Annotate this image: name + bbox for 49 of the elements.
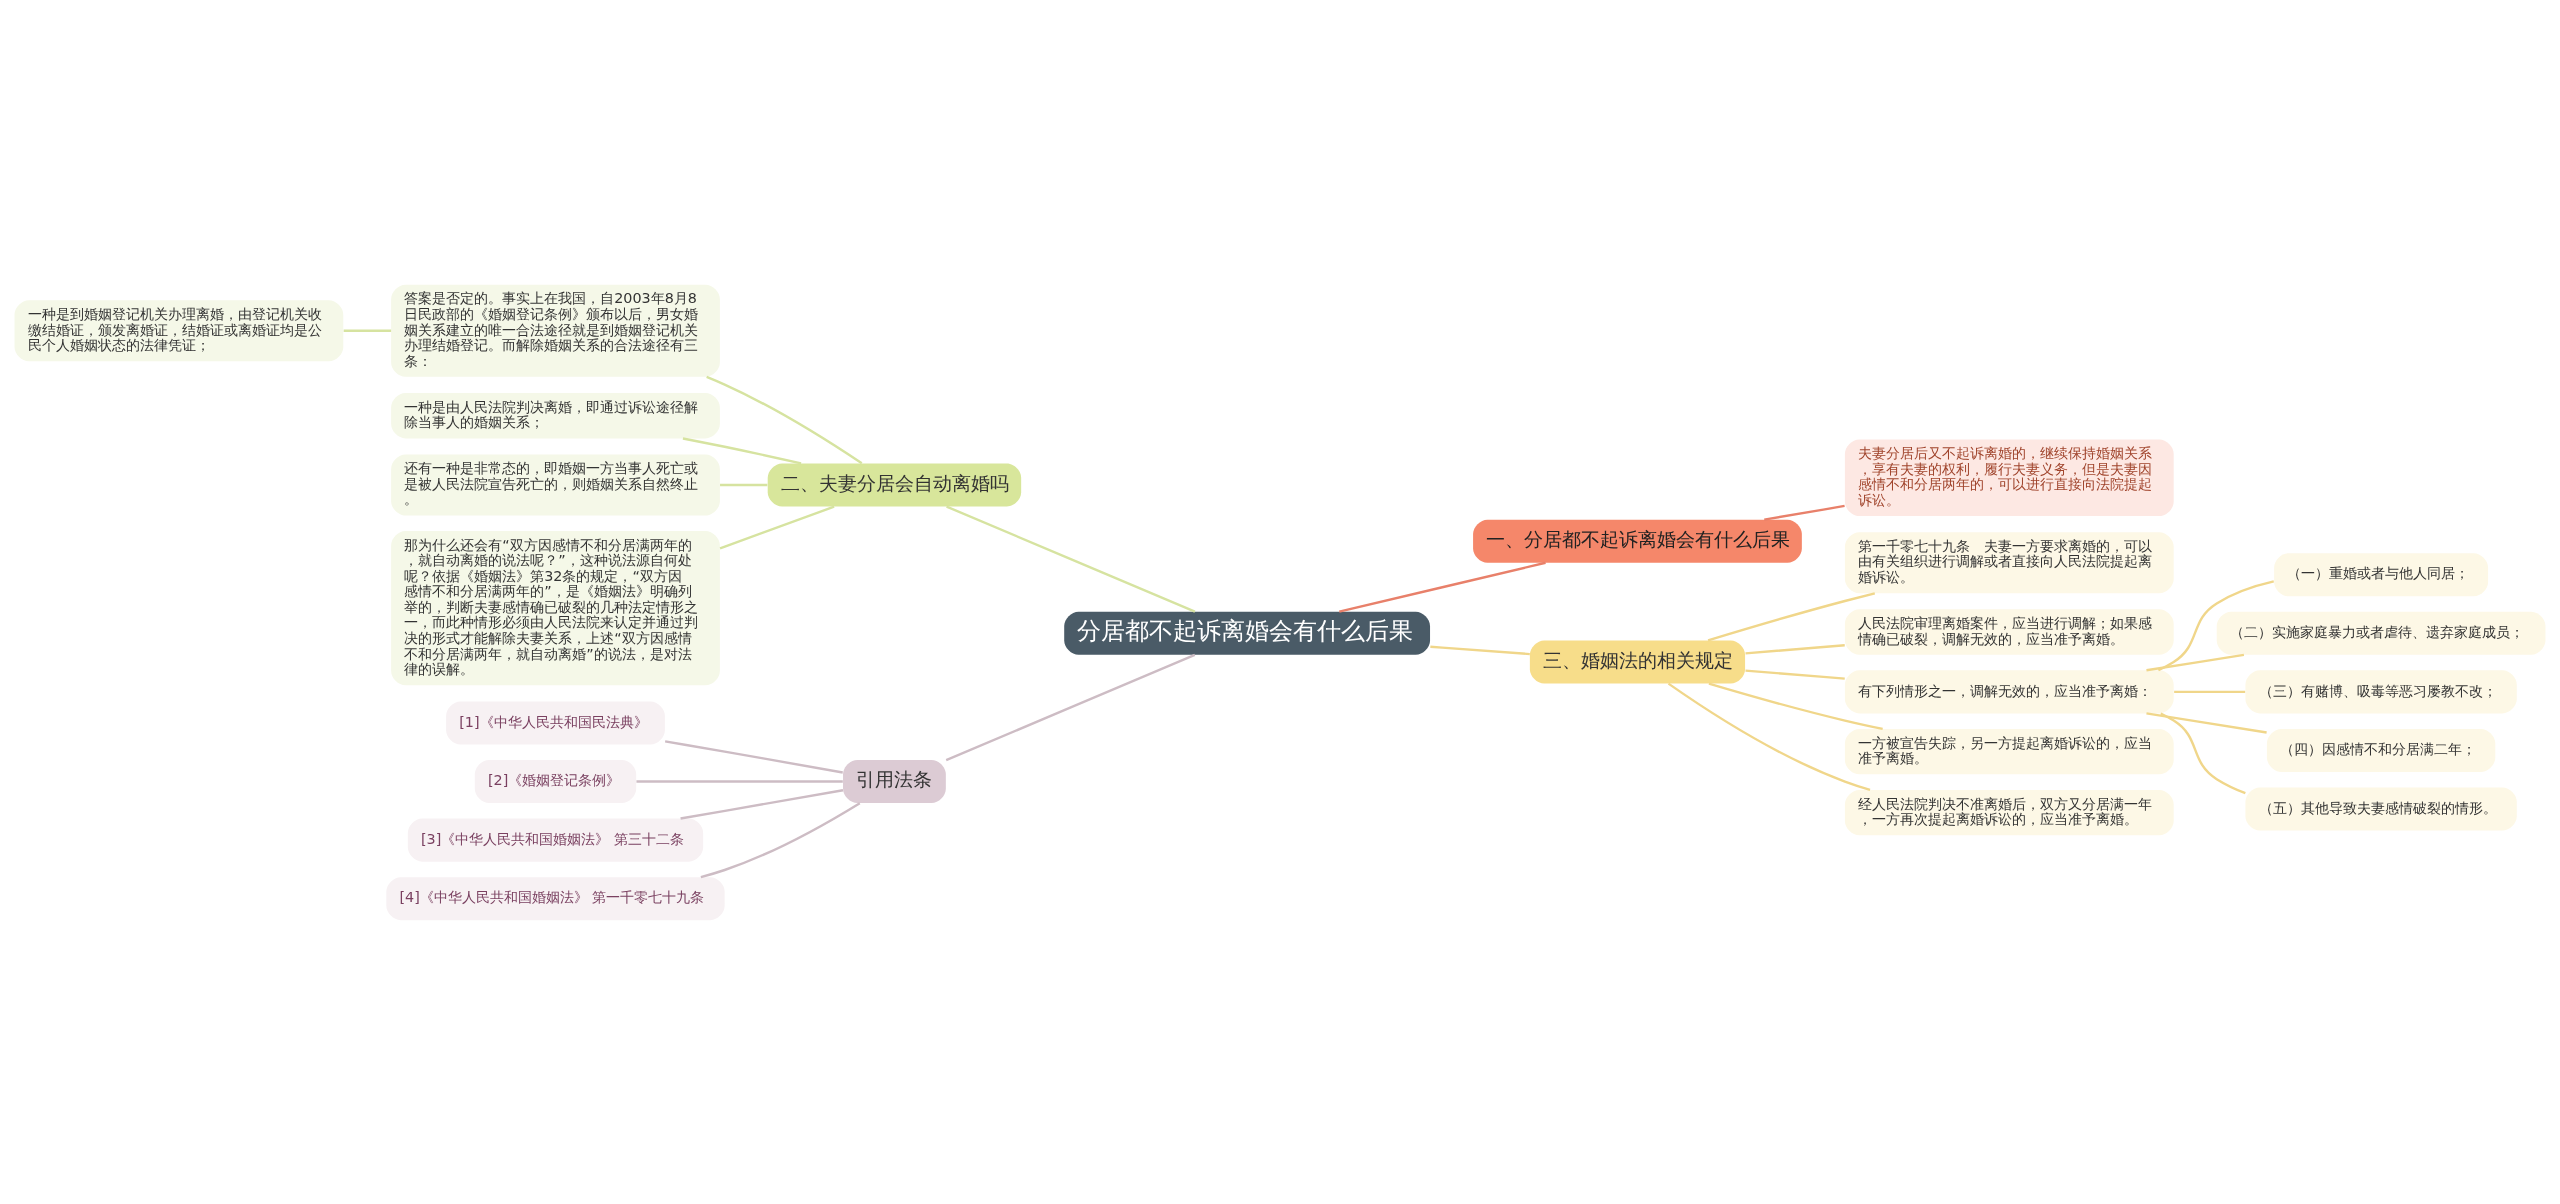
node-box: [1]《中华人民共和国民法典》 — [446, 700, 665, 744]
node-box: （三）有赌博、吸毒等恶习屡教不改； — [2245, 669, 2517, 713]
node-box: （二）实施家庭暴力或者虐待、遗弃家庭成员； — [2216, 611, 2546, 655]
node-box: 引用法条 — [843, 759, 946, 803]
connector — [2160, 711, 2246, 794]
connector — [720, 483, 768, 486]
connector — [719, 505, 835, 550]
node-box: 分居都不起诉离婚会有什么后果 — [1064, 611, 1431, 655]
node-box: 第一千零七十九条 夫妻一方要求离婚的，可以由有关组织进行调解或者直接向人民法院提起离婚诉讼。 — [1844, 531, 2174, 593]
connector — [1667, 682, 1871, 791]
connector — [700, 801, 861, 878]
node-box: （五）其他导致夫妻感情破裂的情形。 — [2245, 787, 2517, 831]
node-box: 答案是否定的。事实上在我国，自2003年8月8日民政部的《婚姻登记条例》颁布以后，男女婚姻关系建立的唯一合法途径就是到婚姻登记机关办理结婚登记。而解除婚姻关系的合法途径有三条： — [391, 284, 720, 377]
connector — [664, 739, 843, 774]
connector — [1745, 668, 1845, 680]
node-box: 二、夫妻分居会自动离婚吗 — [767, 463, 1022, 507]
node-box: [3]《中华人民共和国婚姻法》 第三十二条 — [407, 818, 704, 862]
node-box: （一）重婚或者与他人同居； — [2274, 552, 2489, 596]
connector — [636, 779, 843, 783]
node-box: 还有一种是非常态的，即婚姻一方当事人死亡或是被人民法院宣告死亡的，则婚姻关系自然终止。 — [391, 454, 720, 515]
node-box: 那为什么还会有“双方因感情不和分居满两年的，就自动离婚的说法呢？”，这种说法源自何处呢？依据《婚姻法》第32条的规定，“双方因感情不和分居满两年的”，是《婚姻法》明确列举的，判断夫妻感情确已破裂的几种法定情形之一，而此种情形必须由人民法院来认定并通过判决的形式才能解除夫妻关系，上述“双方因感情不和分居满两年，就自动离婚”的说法，是对法律的误解。 — [391, 530, 720, 685]
node-box: 一种是到婚姻登记机关办理离婚，由登记机关收缴结婚证，颁发离婚证，结婚证或离婚证均是公民个人婚姻状态的法律凭证； — [14, 299, 344, 361]
connector — [2146, 653, 2245, 671]
connector — [680, 788, 844, 820]
connector — [945, 653, 1196, 761]
connector — [682, 436, 802, 465]
connector — [1708, 681, 1883, 730]
connector — [1707, 591, 1876, 642]
connector — [1745, 643, 1845, 655]
connector — [946, 505, 1196, 613]
node-box: [2]《婚姻登记条例》 — [474, 759, 637, 803]
connector — [343, 329, 392, 332]
node-box: （四）因感情不和分居满二年； — [2266, 728, 2496, 772]
connector — [1764, 504, 1845, 521]
connector — [2157, 579, 2274, 671]
node-box: 人民法院审理离婚案件，应当进行调解；如果感情确已破裂，调解无效的，应当准予离婚。 — [1844, 608, 2174, 655]
node-box: [4]《中华人民共和国婚姻法》 第一千零七十九条 — [386, 876, 725, 920]
node-box: 三、婚姻法的相关规定 — [1529, 639, 1746, 683]
node-box: 一种是由人民法院判决离婚，即通过诉讼途径解除当事人的婚姻关系； — [391, 392, 720, 438]
node-box: 有下列情形之一，调解无效的，应当准予离婚： — [1844, 669, 2174, 713]
node-box: 夫妻分居后又不起诉离婚的，继续保持婚姻关系，享有夫妻的权利，履行夫妻义务，但是夫妻因感情不和分居两年的，可以进行直接向法院提起诉讼。 — [1844, 439, 2174, 516]
connector — [2174, 690, 2246, 693]
connector — [1339, 561, 1546, 613]
node-box: 经人民法院判决不准离婚后，双方又分居满一年，一方再次提起离婚诉讼的，应当准予离婚。 — [1844, 789, 2174, 835]
connector — [706, 375, 863, 464]
connector — [2146, 711, 2267, 734]
connector — [1430, 645, 1530, 655]
node-box: 一、分居都不起诉离婚会有什么后果 — [1473, 519, 1802, 563]
node-box: 一方被宣告失踪，另一方提起离婚诉讼的，应当准予离婚。 — [1844, 728, 2174, 774]
